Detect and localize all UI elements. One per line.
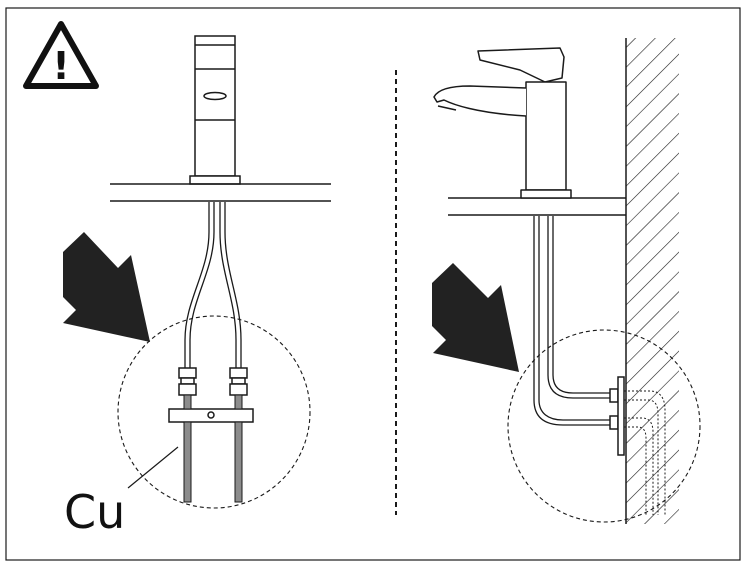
left-panel: Cu bbox=[63, 35, 331, 539]
flex-hoses-wall bbox=[533, 216, 610, 426]
wall-valves bbox=[609, 376, 625, 456]
copper-pipes bbox=[183, 394, 243, 503]
countertop-left bbox=[110, 183, 331, 202]
outer-frame bbox=[5, 7, 741, 561]
right-panel bbox=[432, 38, 701, 524]
warning-symbol: ! bbox=[52, 44, 69, 88]
faucet-side-view bbox=[433, 47, 572, 199]
flex-hoses bbox=[184, 202, 242, 368]
compression-fittings bbox=[178, 367, 248, 396]
detail-circle-right bbox=[507, 329, 701, 523]
detail-circle-left bbox=[117, 315, 311, 509]
arrow-down-right-icon bbox=[63, 232, 150, 342]
countertop-right bbox=[448, 197, 626, 216]
leader-line bbox=[127, 446, 179, 489]
hidden-pipes bbox=[624, 390, 666, 515]
material-label-cu: Cu bbox=[64, 485, 125, 539]
mounting-bracket bbox=[168, 408, 254, 423]
warning-triangle-icon: ! bbox=[23, 21, 99, 89]
faucet-front-view bbox=[189, 35, 241, 185]
arrow-down-right-icon bbox=[432, 263, 519, 372]
